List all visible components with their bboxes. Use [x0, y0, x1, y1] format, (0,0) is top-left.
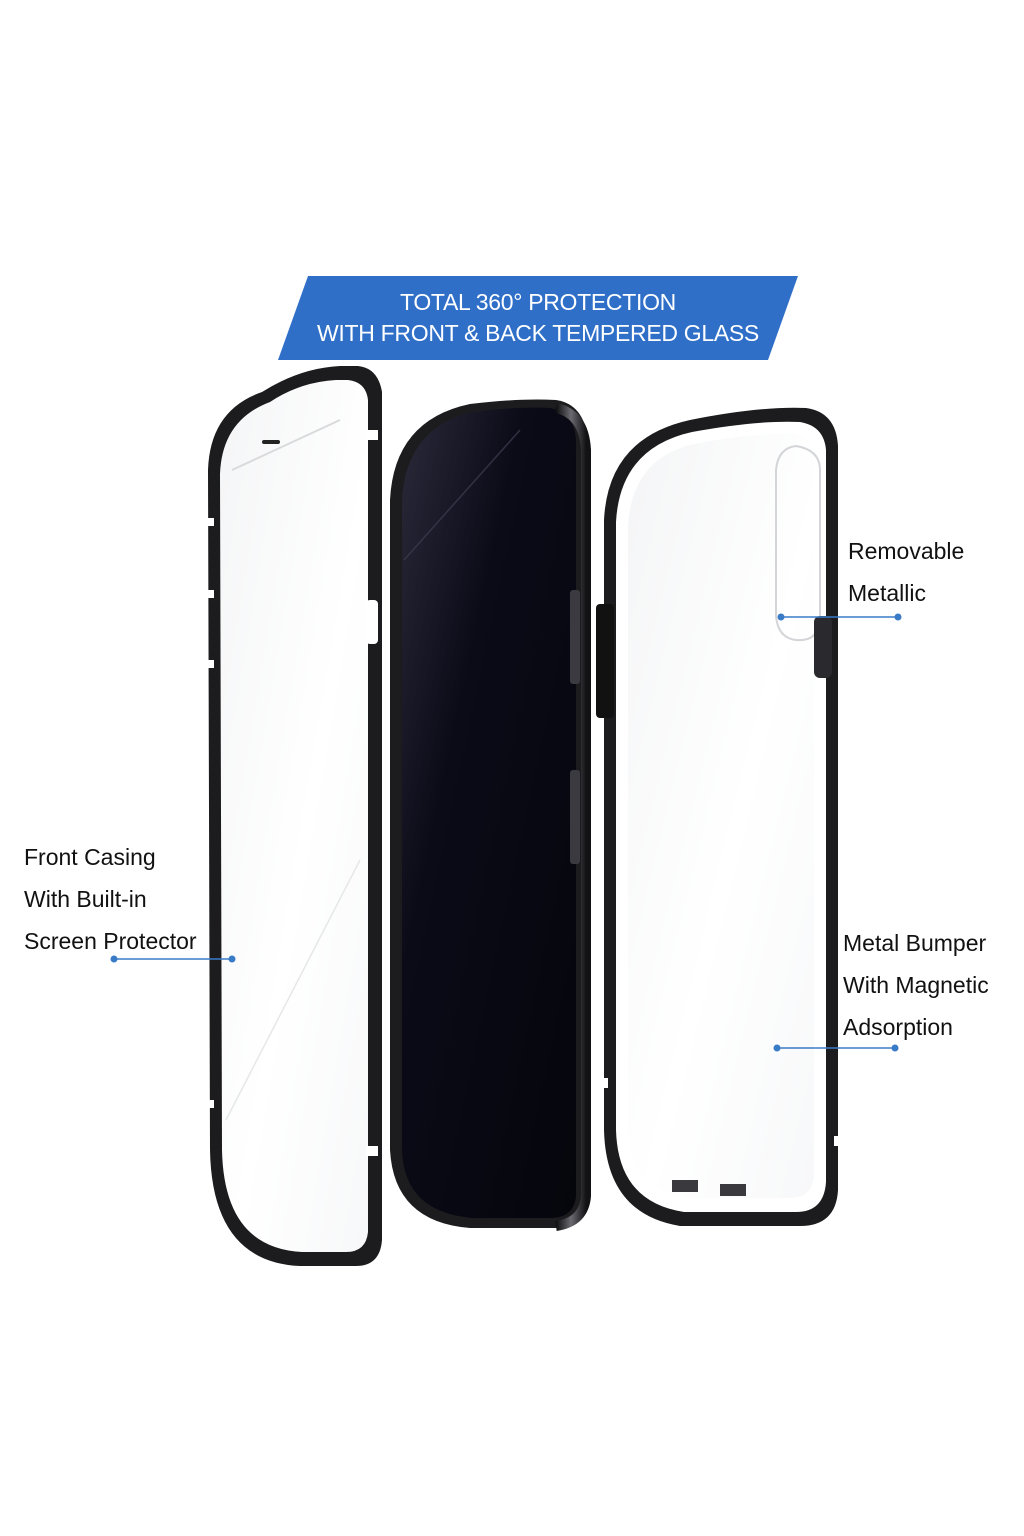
callout-metal-bumper-line-1: Metal Bumper: [843, 930, 987, 956]
callout-removable: Removable Metallic: [848, 530, 964, 614]
callout-front-casing-line-3: Screen Protector: [24, 928, 197, 954]
phone: [390, 399, 591, 1231]
banner-line-1: TOTAL 360° PROTECTION: [400, 289, 676, 315]
front-casing: [204, 366, 382, 1266]
callout-metal-bumper: Metal Bumper With Magnetic Adsorption: [843, 922, 989, 1048]
callout-metal-bumper-line-3: Adsorption: [843, 1014, 953, 1040]
metal-bumper: [596, 407, 842, 1226]
callout-removable-line: [777, 613, 902, 621]
callout-front-casing: Front Casing With Built-in Screen Protec…: [24, 836, 197, 962]
callout-metal-bumper-line: [773, 1044, 899, 1052]
banner-line-2: WITH FRONT & BACK TEMPERED GLASS: [317, 320, 759, 346]
callout-removable-line-2: Metallic: [848, 580, 926, 606]
callout-front-casing-line-1: Front Casing: [24, 844, 156, 870]
banner-parallelogram: [278, 276, 798, 360]
banner-text: TOTAL 360° PROTECTION WITH FRONT & BACK …: [278, 276, 798, 360]
callout-front-casing-line-2: With Built-in: [24, 886, 147, 912]
callout-metal-bumper-line-2: With Magnetic: [843, 972, 989, 998]
promo-banner: TOTAL 360° PROTECTION WITH FRONT & BACK …: [278, 276, 798, 360]
callout-removable-line-1: Removable: [848, 538, 965, 564]
callout-front-casing-line: [110, 955, 236, 963]
